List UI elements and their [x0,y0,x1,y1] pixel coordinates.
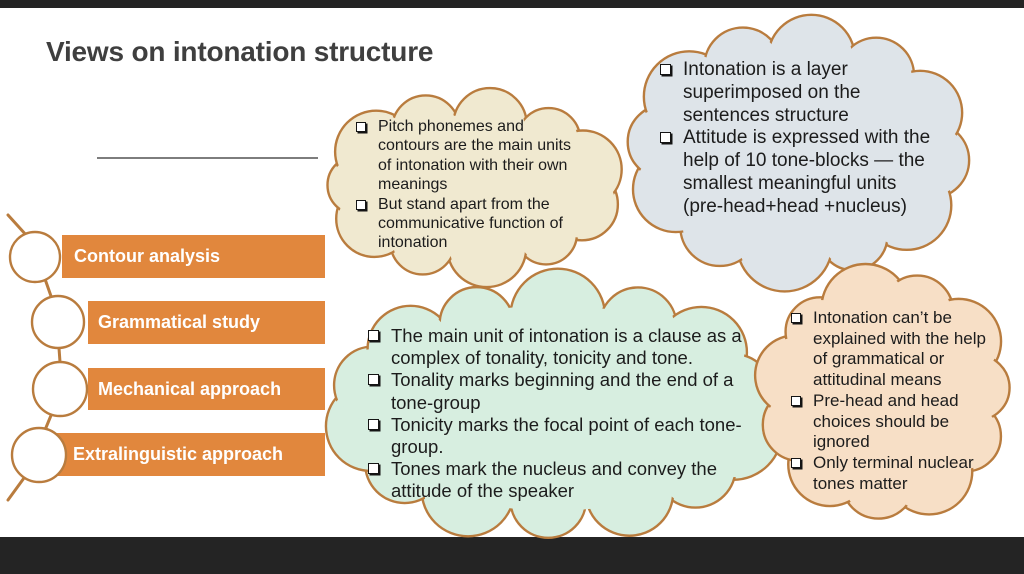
checkbox-bullet-icon [368,374,379,386]
bullet-text: Intonation is a layer superimposed on th… [683,59,861,126]
timeline-item-label: Extralinguistic approach [73,444,284,464]
cloud-bullets-contour-analysis: Pitch phonemes and contours are the main… [356,117,606,253]
bottom-letterbox-bar [0,537,1024,574]
top-letterbox-bar [0,0,1024,8]
cloud-bullet: Tonicity marks the focal point of each t… [368,414,788,458]
checkbox-bullet-icon [356,122,366,132]
page-title: Views on intonation structure [46,36,434,67]
bullet-text: Tonality marks beginning and the end of … [391,369,734,413]
bullet-text: Pre-head and head choices should be igno… [813,390,959,452]
checkbox-bullet-icon [368,463,379,475]
bullet-text: Pitch phonemes and contours are the main… [378,118,571,194]
bullet-text: But stand apart from the communicative f… [378,195,563,252]
title-underline [97,157,318,159]
checkbox-bullet-icon [356,199,366,210]
checkbox-bullet-icon [660,132,671,144]
bullet-text: Intonation can’t be explained with the h… [813,308,986,390]
checkbox-bullet-icon [660,64,671,75]
chain-node-circle [31,360,89,418]
cloud-bullet: Tonality marks beginning and the end of … [368,369,788,413]
cloud-bullets-extralinguistic-approach: Intonation can’t be explained with the h… [791,308,1006,494]
chain-node-circle [30,294,86,350]
timeline-item-contour-analysis: Contour analysis [62,235,325,278]
cloud-bullet: Pitch phonemes and contours are the main… [356,117,606,195]
cloud-bullet: Only terminal nuclear tones matter [791,453,1006,494]
timeline-item-mechanical-approach: Mechanical approach [88,368,325,410]
chain-node-circle [8,230,62,284]
cloud-bullet: Tones mark the nucleus and convey the at… [368,458,788,502]
cloud-bullet: But stand apart from the communicative f… [356,195,606,253]
timeline-item-grammatical-study: Grammatical study [88,301,325,344]
bullet-text: Tonicity marks the focal point of each t… [391,413,742,458]
cloud-bullet: Intonation can’t be explained with the h… [791,308,1006,391]
checkbox-bullet-icon [791,395,801,406]
checkbox-bullet-icon [791,313,801,323]
cloud-bullets-mechanical-approach: The main unit of intonation is a clause … [368,325,788,503]
bullet-text: Tones mark the nucleus and convey the at… [391,458,717,502]
cloud-bullet: Pre-head and head choices should be igno… [791,391,1006,453]
cloud-bullets-grammatical-study: Intonation is a layer superimposed on th… [660,59,970,219]
cloud-bullet: Intonation is a layer superimposed on th… [660,59,970,127]
checkbox-bullet-icon [791,457,801,468]
timeline-item-label: Grammatical study [98,312,261,332]
timeline-item-extralinguistic-approach: Extralinguistic approach [55,433,325,476]
bullet-text: Attitude is expressed with the help of 1… [683,127,931,217]
cloud-bullet: Attitude is expressed with the help of 1… [660,127,970,218]
checkbox-bullet-icon [368,330,379,341]
bullet-text: The main unit of intonation is a clause … [391,325,742,369]
timeline-item-label: Mechanical approach [98,378,282,399]
checkbox-bullet-icon [368,418,379,430]
bullet-text: Only terminal nuclear tones matter [813,452,974,493]
timeline-item-label: Contour analysis [74,246,221,266]
cloud-bullet: The main unit of intonation is a clause … [368,325,788,369]
